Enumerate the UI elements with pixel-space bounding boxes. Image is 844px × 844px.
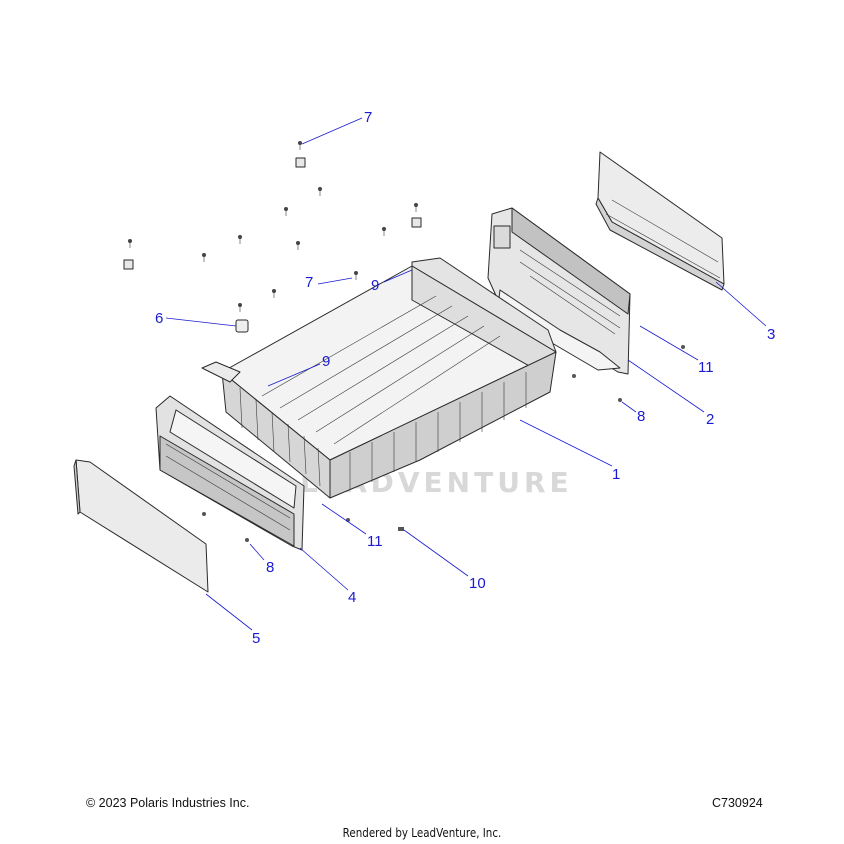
- screw[interactable]: [382, 227, 386, 236]
- fasteners: [123, 141, 685, 542]
- rendered-by-text: Rendered by LeadVenture, Inc.: [342, 826, 502, 840]
- nut[interactable]: [202, 512, 206, 516]
- fastener-10[interactable]: [398, 527, 404, 531]
- clip[interactable]: [123, 259, 134, 270]
- nut[interactable]: [681, 345, 685, 349]
- screw[interactable]: [238, 235, 242, 244]
- part-rear-outer-panel[interactable]: [595, 151, 725, 291]
- screw[interactable]: [298, 141, 302, 150]
- callout-8-left[interactable]: 8: [266, 559, 274, 576]
- nut[interactable]: [572, 374, 576, 378]
- part-main-bed-box[interactable]: [201, 257, 557, 499]
- copyright-text: © 2023 Polaris Industries Inc.: [86, 796, 250, 810]
- nut[interactable]: [618, 398, 622, 402]
- callout-9-mid[interactable]: 9: [322, 353, 330, 370]
- nut[interactable]: [245, 538, 249, 542]
- part-bracket[interactable]: [235, 319, 249, 333]
- callout-5[interactable]: 5: [252, 630, 260, 647]
- callout-2[interactable]: 2: [706, 411, 714, 428]
- screw[interactable]: [272, 289, 276, 298]
- screw[interactable]: [128, 239, 132, 248]
- screw[interactable]: [284, 207, 288, 216]
- screw[interactable]: [238, 303, 242, 312]
- clip[interactable]: [411, 217, 422, 228]
- screw[interactable]: [202, 253, 206, 262]
- callouts: 1 2 3 4 5 6 7 7 8 8 9 9 10 11 11: [155, 109, 775, 647]
- callout-3[interactable]: 3: [767, 326, 775, 343]
- callout-7-top[interactable]: 7: [364, 109, 372, 126]
- screw[interactable]: [318, 187, 322, 196]
- part-rear-bed-wall[interactable]: [487, 207, 631, 375]
- leader-lines: [165, 117, 767, 631]
- callout-6[interactable]: 6: [155, 310, 163, 327]
- part-front-outer-panel[interactable]: [73, 459, 209, 593]
- callout-9-top[interactable]: 9: [371, 277, 379, 294]
- callout-11-left[interactable]: 11: [367, 533, 383, 550]
- callout-8-right[interactable]: 8: [637, 408, 645, 425]
- callout-4[interactable]: 4: [348, 589, 356, 606]
- screw[interactable]: [354, 271, 358, 280]
- clip[interactable]: [295, 157, 306, 168]
- screw[interactable]: [414, 203, 418, 212]
- callout-1[interactable]: 1: [612, 466, 620, 483]
- diagram-id: C730924: [712, 796, 763, 810]
- part-front-bed-wall[interactable]: [155, 395, 305, 551]
- callout-10[interactable]: 10: [469, 575, 486, 592]
- screw[interactable]: [296, 241, 300, 250]
- callout-11-right[interactable]: 11: [698, 359, 714, 376]
- callout-7-mid[interactable]: 7: [305, 274, 313, 291]
